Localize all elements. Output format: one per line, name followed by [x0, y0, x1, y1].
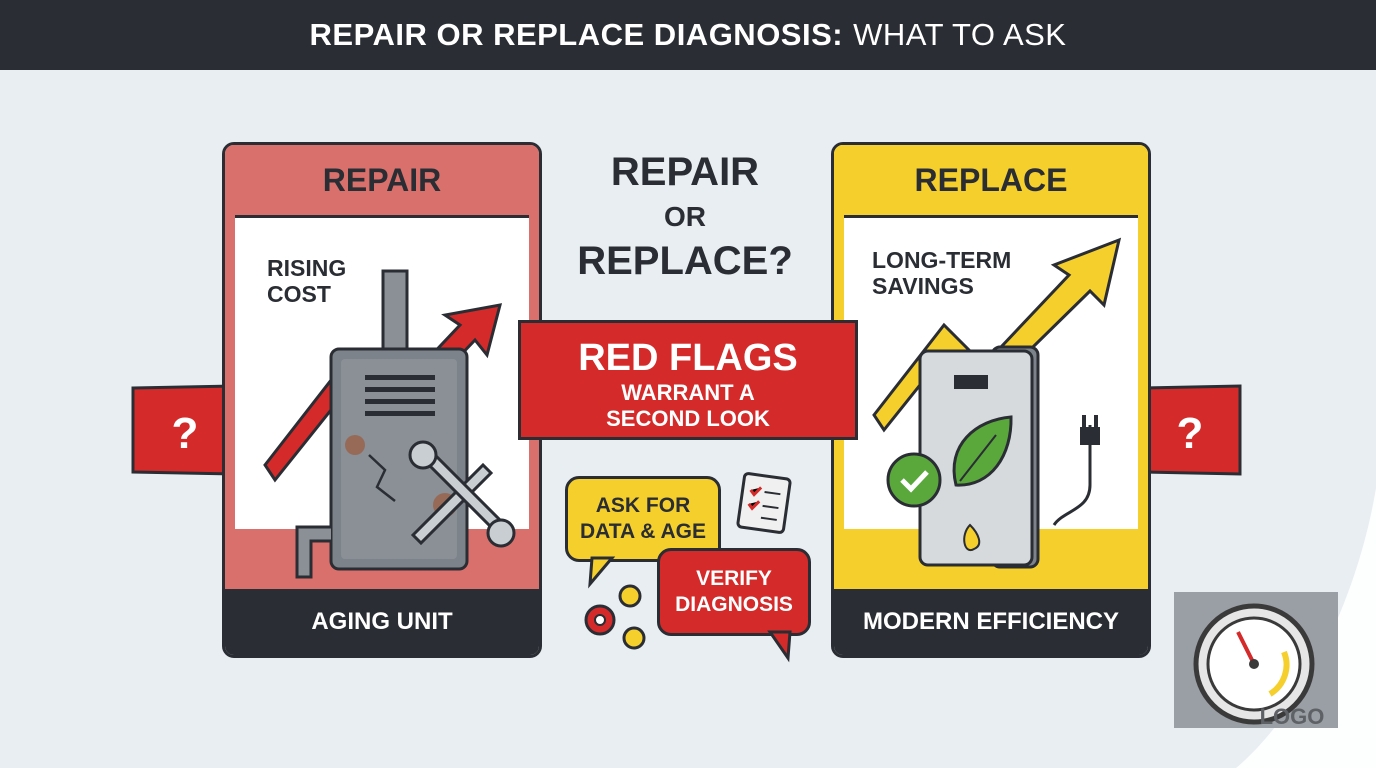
rising-cost-label: RISING COST	[267, 255, 347, 307]
logo-text: LOGO	[1260, 704, 1325, 729]
bubble-tail	[767, 630, 792, 663]
replace-footer: MODERN EFFICIENCY	[834, 589, 1148, 655]
center-question: REPAIR OR REPLACE?	[577, 150, 793, 283]
clipboard-icon	[736, 472, 792, 534]
repair-footer: AGING UNIT	[225, 589, 539, 655]
repair-card: REPAIR RISING COST AGING UNIT	[222, 142, 542, 658]
furnace-icon	[295, 269, 469, 579]
replace-heading: REPLACE	[834, 145, 1148, 218]
question-flag-icon: ?	[1131, 377, 1242, 509]
wrench-icon	[408, 440, 516, 548]
title-bold: REPAIR OR REPLACE DIAGNOSIS:	[309, 17, 844, 52]
right-flag-symbol: ?	[1177, 409, 1204, 458]
gauge-logo-icon: LOGO	[1193, 603, 1325, 729]
left-flag-symbol: ?	[172, 409, 199, 458]
replace-card: REPLACE LONG-TERM SAVINGS MODERN EFFICIE…	[831, 142, 1151, 658]
title-light: WHAT TO ASK	[853, 17, 1067, 52]
banner-main: RED FLAGS	[578, 337, 798, 379]
verify-diagnosis-bubble: VERIFY DIAGNOSIS	[657, 548, 811, 636]
red-flags-banner: RED FLAGS WARRANT A SECOND LOOK	[518, 320, 858, 440]
plug-icon	[1052, 415, 1100, 526]
repair-heading: REPAIR	[225, 145, 539, 218]
checkmark-badge-icon	[886, 452, 942, 508]
bubble-tail	[588, 556, 616, 589]
leaf-icon	[952, 415, 1013, 487]
gears-icon	[584, 584, 646, 650]
page-title: REPAIR OR REPLACE DIAGNOSIS: WHAT TO ASK	[0, 0, 1376, 70]
ask-data-bubble: ASK FOR DATA & AGE	[565, 476, 721, 562]
page-curl	[1236, 488, 1376, 768]
long-term-savings-label: LONG-TERM SAVINGS	[872, 247, 1012, 299]
